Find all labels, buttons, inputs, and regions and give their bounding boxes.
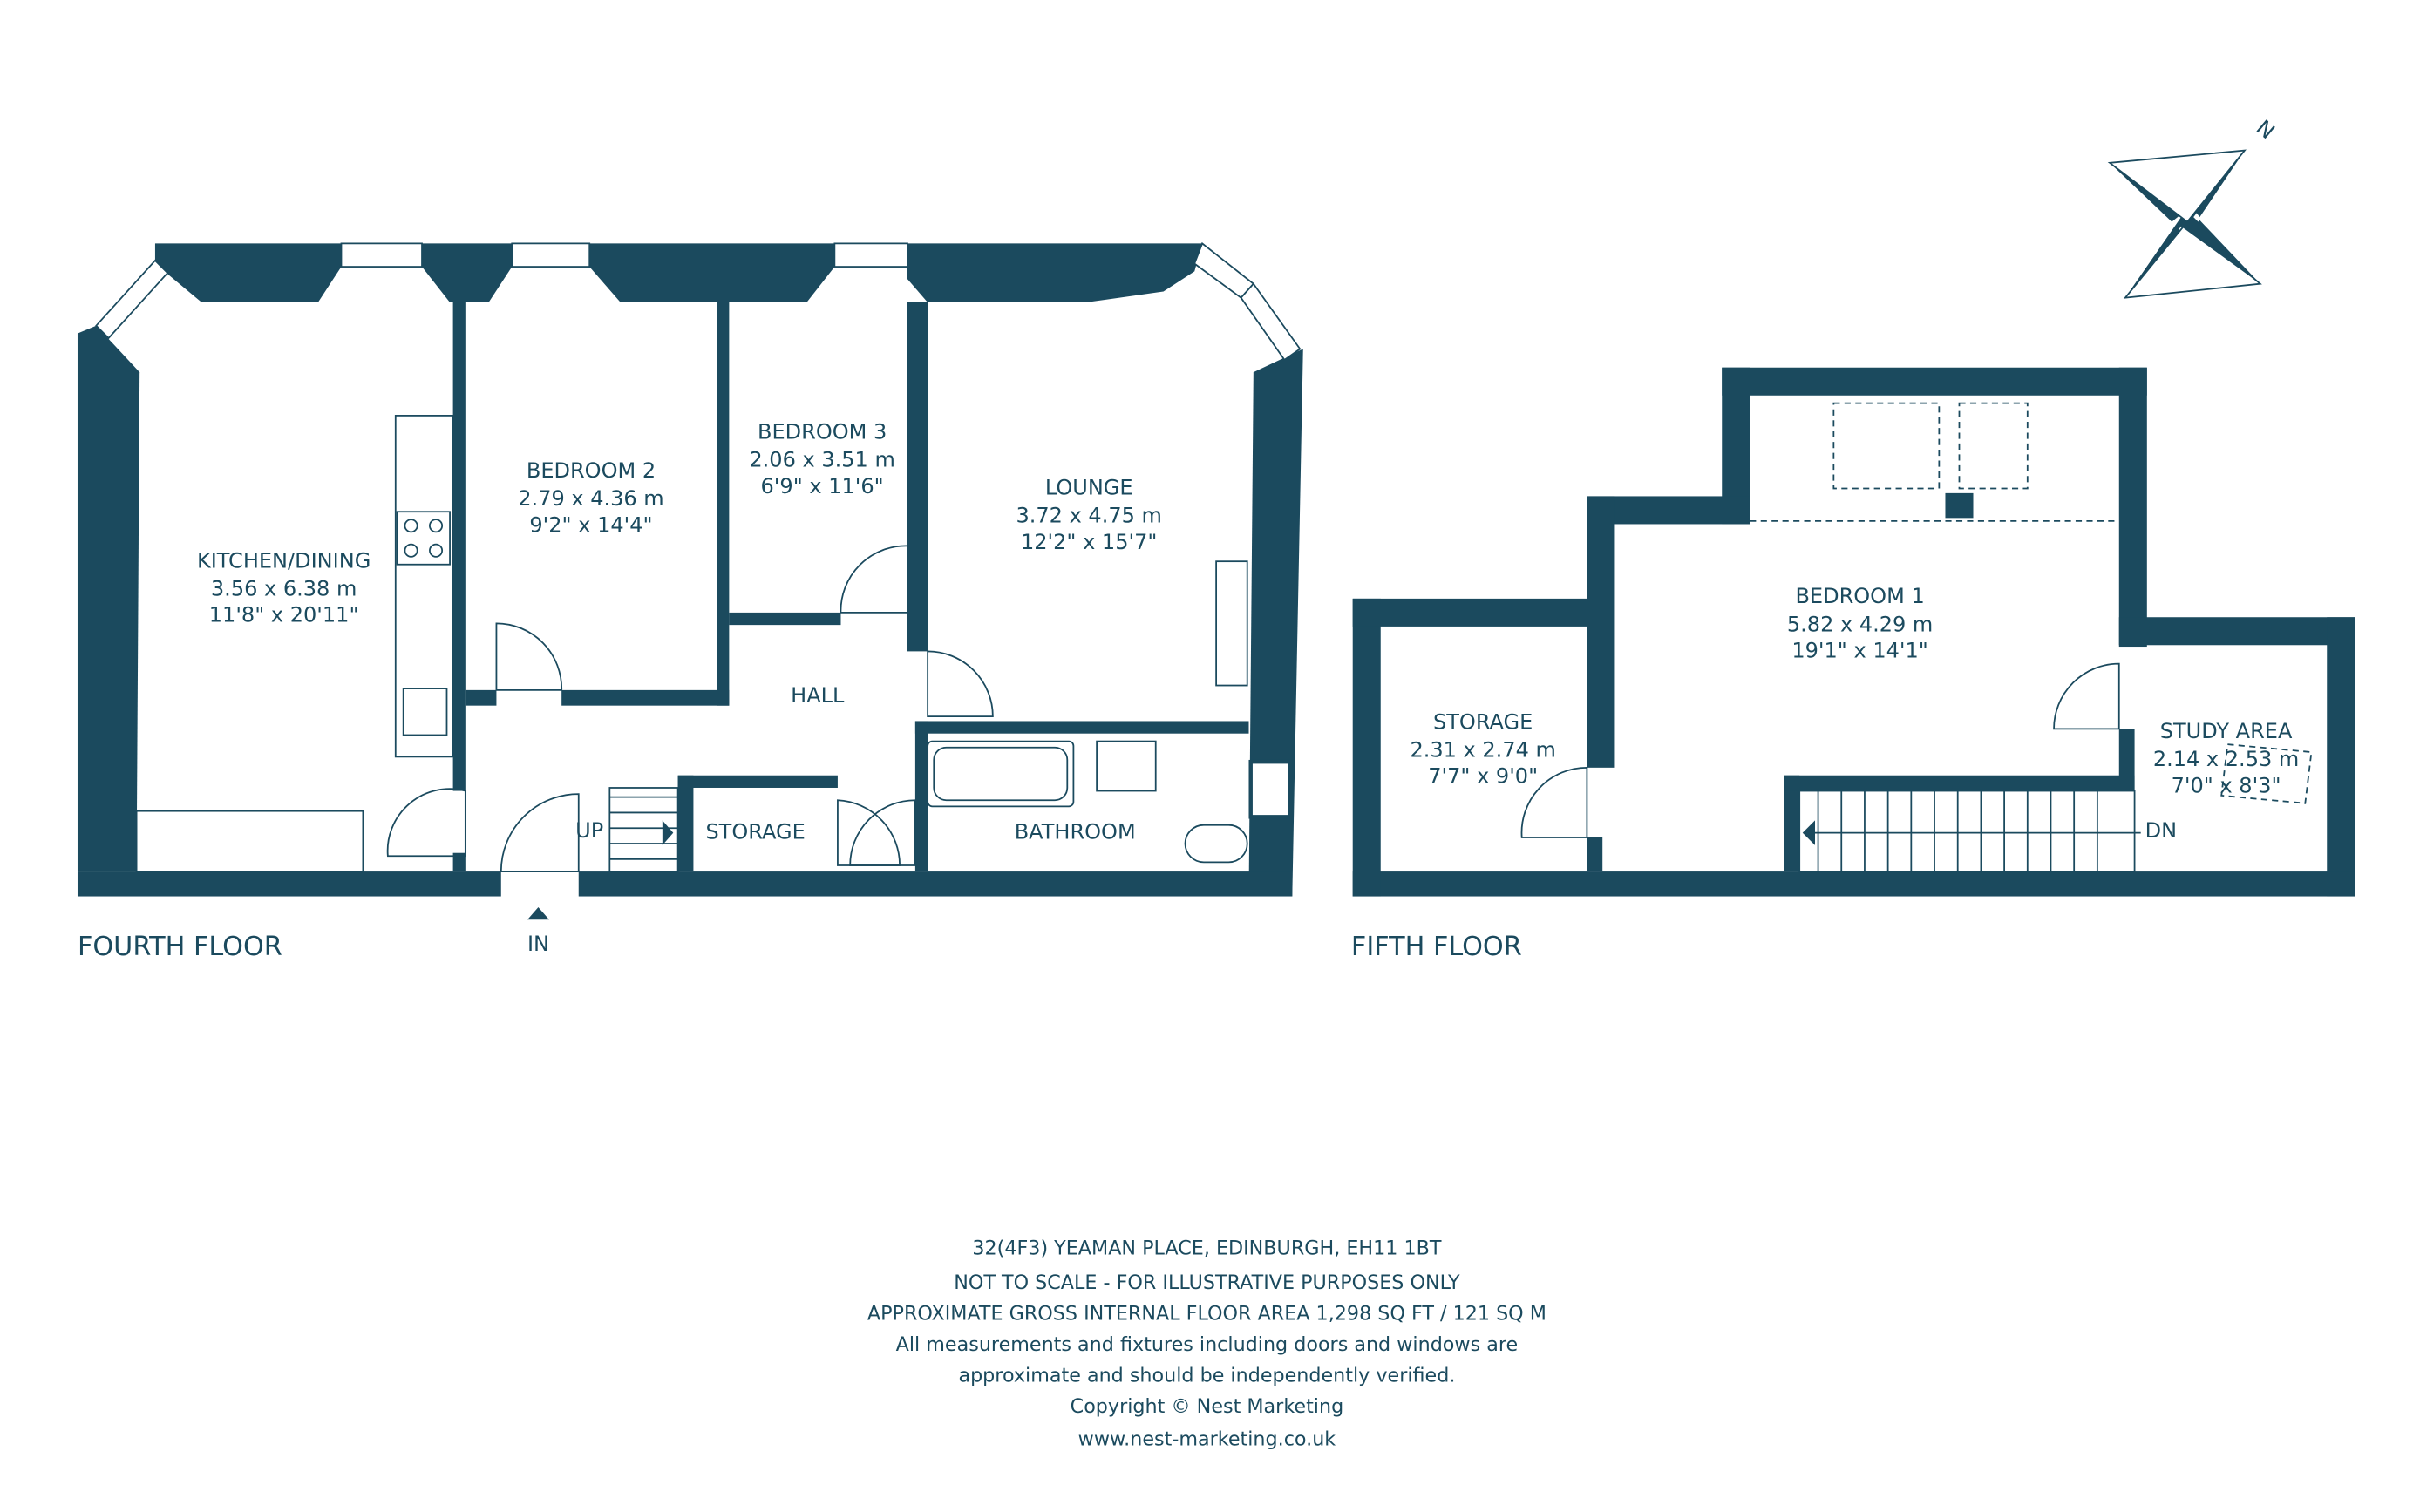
stairs-up-label: UP xyxy=(575,818,603,843)
room-name: HALL xyxy=(791,683,845,708)
disclaimer-line-1: All measurements and fixtures including … xyxy=(896,1333,1519,1356)
entrance-label: IN xyxy=(527,932,549,956)
stairs-down xyxy=(1798,790,2141,872)
compass-rose-icon: N xyxy=(2107,115,2280,299)
room-name: STORAGE xyxy=(1433,709,1533,734)
kitchen-counter xyxy=(135,810,364,872)
bath-icon xyxy=(927,740,1075,808)
room-name: BEDROOM 1 xyxy=(1795,584,1924,608)
room-imperial: 6'9" x 11'6" xyxy=(761,474,884,498)
door-storage xyxy=(837,799,901,866)
basin-icon xyxy=(1096,740,1157,792)
fourth-floor-walls xyxy=(77,243,1303,897)
skylight-icon xyxy=(1958,402,2029,490)
fireplace-icon xyxy=(1215,560,1248,687)
fifth-floor-labels: BEDROOM 1 5.82 x 4.29 m 19'1" x 14'1" ST… xyxy=(1351,584,2299,962)
floor-area: APPROXIMATE GROSS INTERNAL FLOOR AREA 1,… xyxy=(867,1302,1546,1325)
fourth-floor-labels: KITCHEN/DINING 3.56 x 6.38 m 11'8" x 20'… xyxy=(78,420,1162,963)
door-study xyxy=(2053,662,2120,730)
room-imperial: 12'2" x 15'7" xyxy=(1021,530,1157,554)
copyright: Copyright © Nest Marketing xyxy=(1071,1395,1344,1418)
door-bathroom xyxy=(849,799,916,866)
chimney xyxy=(1945,492,1974,519)
fourth-floor-windows xyxy=(95,241,1302,817)
room-name: LOUNGE xyxy=(1045,476,1133,500)
sink-icon xyxy=(402,688,448,736)
door-lounge xyxy=(927,650,994,718)
door-storage xyxy=(1520,766,1588,838)
room-name: STUDY AREA xyxy=(2160,719,2293,743)
footer-notes: 32(4F3) YEAMAN PLACE, EDINBURGH, EH11 1B… xyxy=(867,1237,1546,1451)
address: 32(4F3) YEAMAN PLACE, EDINBURGH, EH11 1B… xyxy=(972,1237,1442,1260)
room-name: STORAGE xyxy=(705,820,805,844)
room-imperial: 11'8" x 20'11" xyxy=(209,603,359,627)
fourth-floor-plan: KITCHEN/DINING 3.56 x 6.38 m 11'8" x 20'… xyxy=(77,241,1303,963)
fifth-floor-fixtures xyxy=(1520,402,2313,872)
hob-icon xyxy=(396,511,451,566)
fourth-floor-fixtures xyxy=(135,415,1248,920)
room-metric: 2.79 x 4.36 m xyxy=(518,486,663,511)
fifth-floor-walls xyxy=(1352,367,2355,897)
room-metric: 5.82 x 4.29 m xyxy=(1787,612,1933,636)
door-kitchen xyxy=(386,788,466,858)
floor-title: FOURTH FLOOR xyxy=(78,932,282,962)
door-bedroom2 xyxy=(495,622,563,691)
room-imperial: 19'1" x 14'1" xyxy=(1791,639,1927,663)
room-name: BEDROOM 2 xyxy=(527,458,656,483)
door-bedroom3 xyxy=(840,545,908,614)
room-metric: 3.72 x 4.75 m xyxy=(1016,504,1161,528)
room-imperial: 9'2" x 14'4" xyxy=(529,512,652,537)
floor-title: FIFTH FLOOR xyxy=(1351,932,1522,962)
room-metric: 2.06 x 3.51 m xyxy=(749,448,894,472)
room-metric: 2.31 x 2.74 m xyxy=(1410,737,1555,762)
room-metric: 2.14 x 2.53 m xyxy=(2153,747,2299,771)
kitchen-worktop xyxy=(394,415,454,758)
scale-note: NOT TO SCALE - FOR ILLUSTRATIVE PURPOSES… xyxy=(954,1271,1460,1294)
toilet-icon xyxy=(1184,824,1248,864)
door-entrance xyxy=(500,793,580,872)
stairs-up xyxy=(608,787,679,872)
room-name: KITCHEN/DINING xyxy=(197,548,370,573)
room-name: BEDROOM 3 xyxy=(758,420,887,444)
skylight-icon xyxy=(2220,743,2313,804)
website-link[interactable]: www.nest-marketing.co.uk xyxy=(1078,1427,1336,1450)
entrance-arrow-icon xyxy=(527,907,549,920)
compass-north-label: N xyxy=(2252,115,2280,144)
room-metric: 3.56 x 6.38 m xyxy=(211,576,357,600)
room-imperial: 7'0" x 8'3" xyxy=(2172,773,2281,797)
skylight-icon xyxy=(1832,402,1941,490)
disclaimer-line-2: approximate and should be independently … xyxy=(958,1365,1455,1387)
room-name: BATHROOM xyxy=(1015,820,1136,844)
stairs-down-label: DN xyxy=(2145,818,2177,843)
room-imperial: 7'7" x 9'0" xyxy=(1428,764,1538,789)
fifth-floor-plan: BEDROOM 1 5.82 x 4.29 m 19'1" x 14'1" ST… xyxy=(1351,367,2355,962)
